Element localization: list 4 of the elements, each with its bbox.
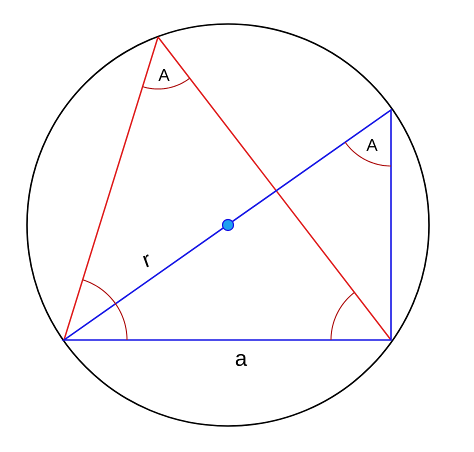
angle-label: A: [158, 69, 170, 81]
side-label: r: [143, 254, 149, 268]
angle-label: A: [366, 139, 378, 151]
side-label: a: [236, 354, 248, 366]
